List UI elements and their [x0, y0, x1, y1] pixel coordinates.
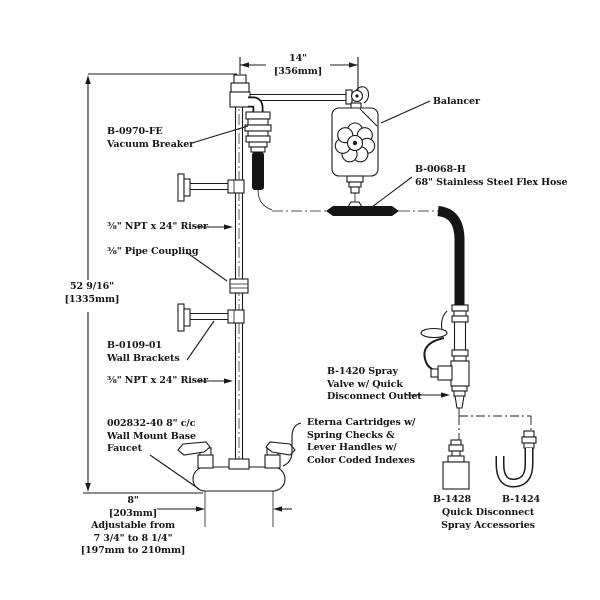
riser-pipe	[229, 74, 251, 466]
wall-bracket-lower	[177, 303, 245, 332]
wall-brackets-label: B-0109-01 Wall Brackets	[107, 340, 180, 364]
height-dimension	[83, 73, 237, 494]
adjustable-range-label: Adjustable from 7 3/4" to 8 1/4" [197mm …	[80, 520, 186, 556]
vacuum-breaker-label: B-0970-FE Vacuum Breaker	[107, 126, 195, 150]
supply-arm	[250, 86, 370, 105]
balancer	[331, 102, 379, 208]
flex-hose	[272, 206, 465, 305]
faucet-handle-right	[264, 441, 296, 469]
accessories-label: Quick Disconnect Spray Accessories	[441, 507, 535, 531]
leader-lines	[149, 100, 450, 490]
balancer-label: Balancer	[433, 96, 480, 107]
width-dimension-label: 14" [356mm]	[273, 53, 323, 77]
riser-lower-label: ⅜" NPT x 24" Riser	[107, 375, 208, 386]
faucet-handle-left	[177, 441, 214, 469]
centers-dimension-label: 8" [203mm]	[108, 495, 158, 519]
width-dimension	[239, 57, 359, 96]
faucet-label: 002832-40 8" c/c Wall Mount Base Faucet	[107, 418, 196, 454]
pipe-coupling-label: ⅜" Pipe Coupling	[107, 246, 199, 257]
flex-hose-label: B-0068-H 68" Stainless Steel Flex Hose	[415, 164, 568, 188]
eterna-cartridges-label: Eterna Cartridges w/ Spring Checks & Lev…	[307, 417, 416, 466]
b1428-label: B-1428	[433, 494, 471, 505]
spray-valve-label: B-1420 Spray Valve w/ Quick Disconnect O…	[327, 366, 422, 402]
riser-upper-label: ⅜" NPT x 24" Riser	[107, 221, 208, 232]
accessory-b1424	[495, 430, 537, 488]
vacuum-breaker	[244, 96, 273, 211]
accessory-b1428	[442, 439, 470, 490]
centers-dimension	[157, 506, 292, 512]
wall-bracket-upper	[177, 173, 245, 202]
pipe-coupling-fitting	[229, 278, 249, 294]
balancer-reel	[334, 122, 376, 163]
spray-valve	[420, 304, 470, 409]
faucet	[177, 441, 296, 527]
height-dimension-label: 52 9/16" [1335mm]	[64, 281, 120, 305]
distribution-lines	[458, 408, 532, 441]
b1424-label: B-1424	[502, 494, 540, 505]
